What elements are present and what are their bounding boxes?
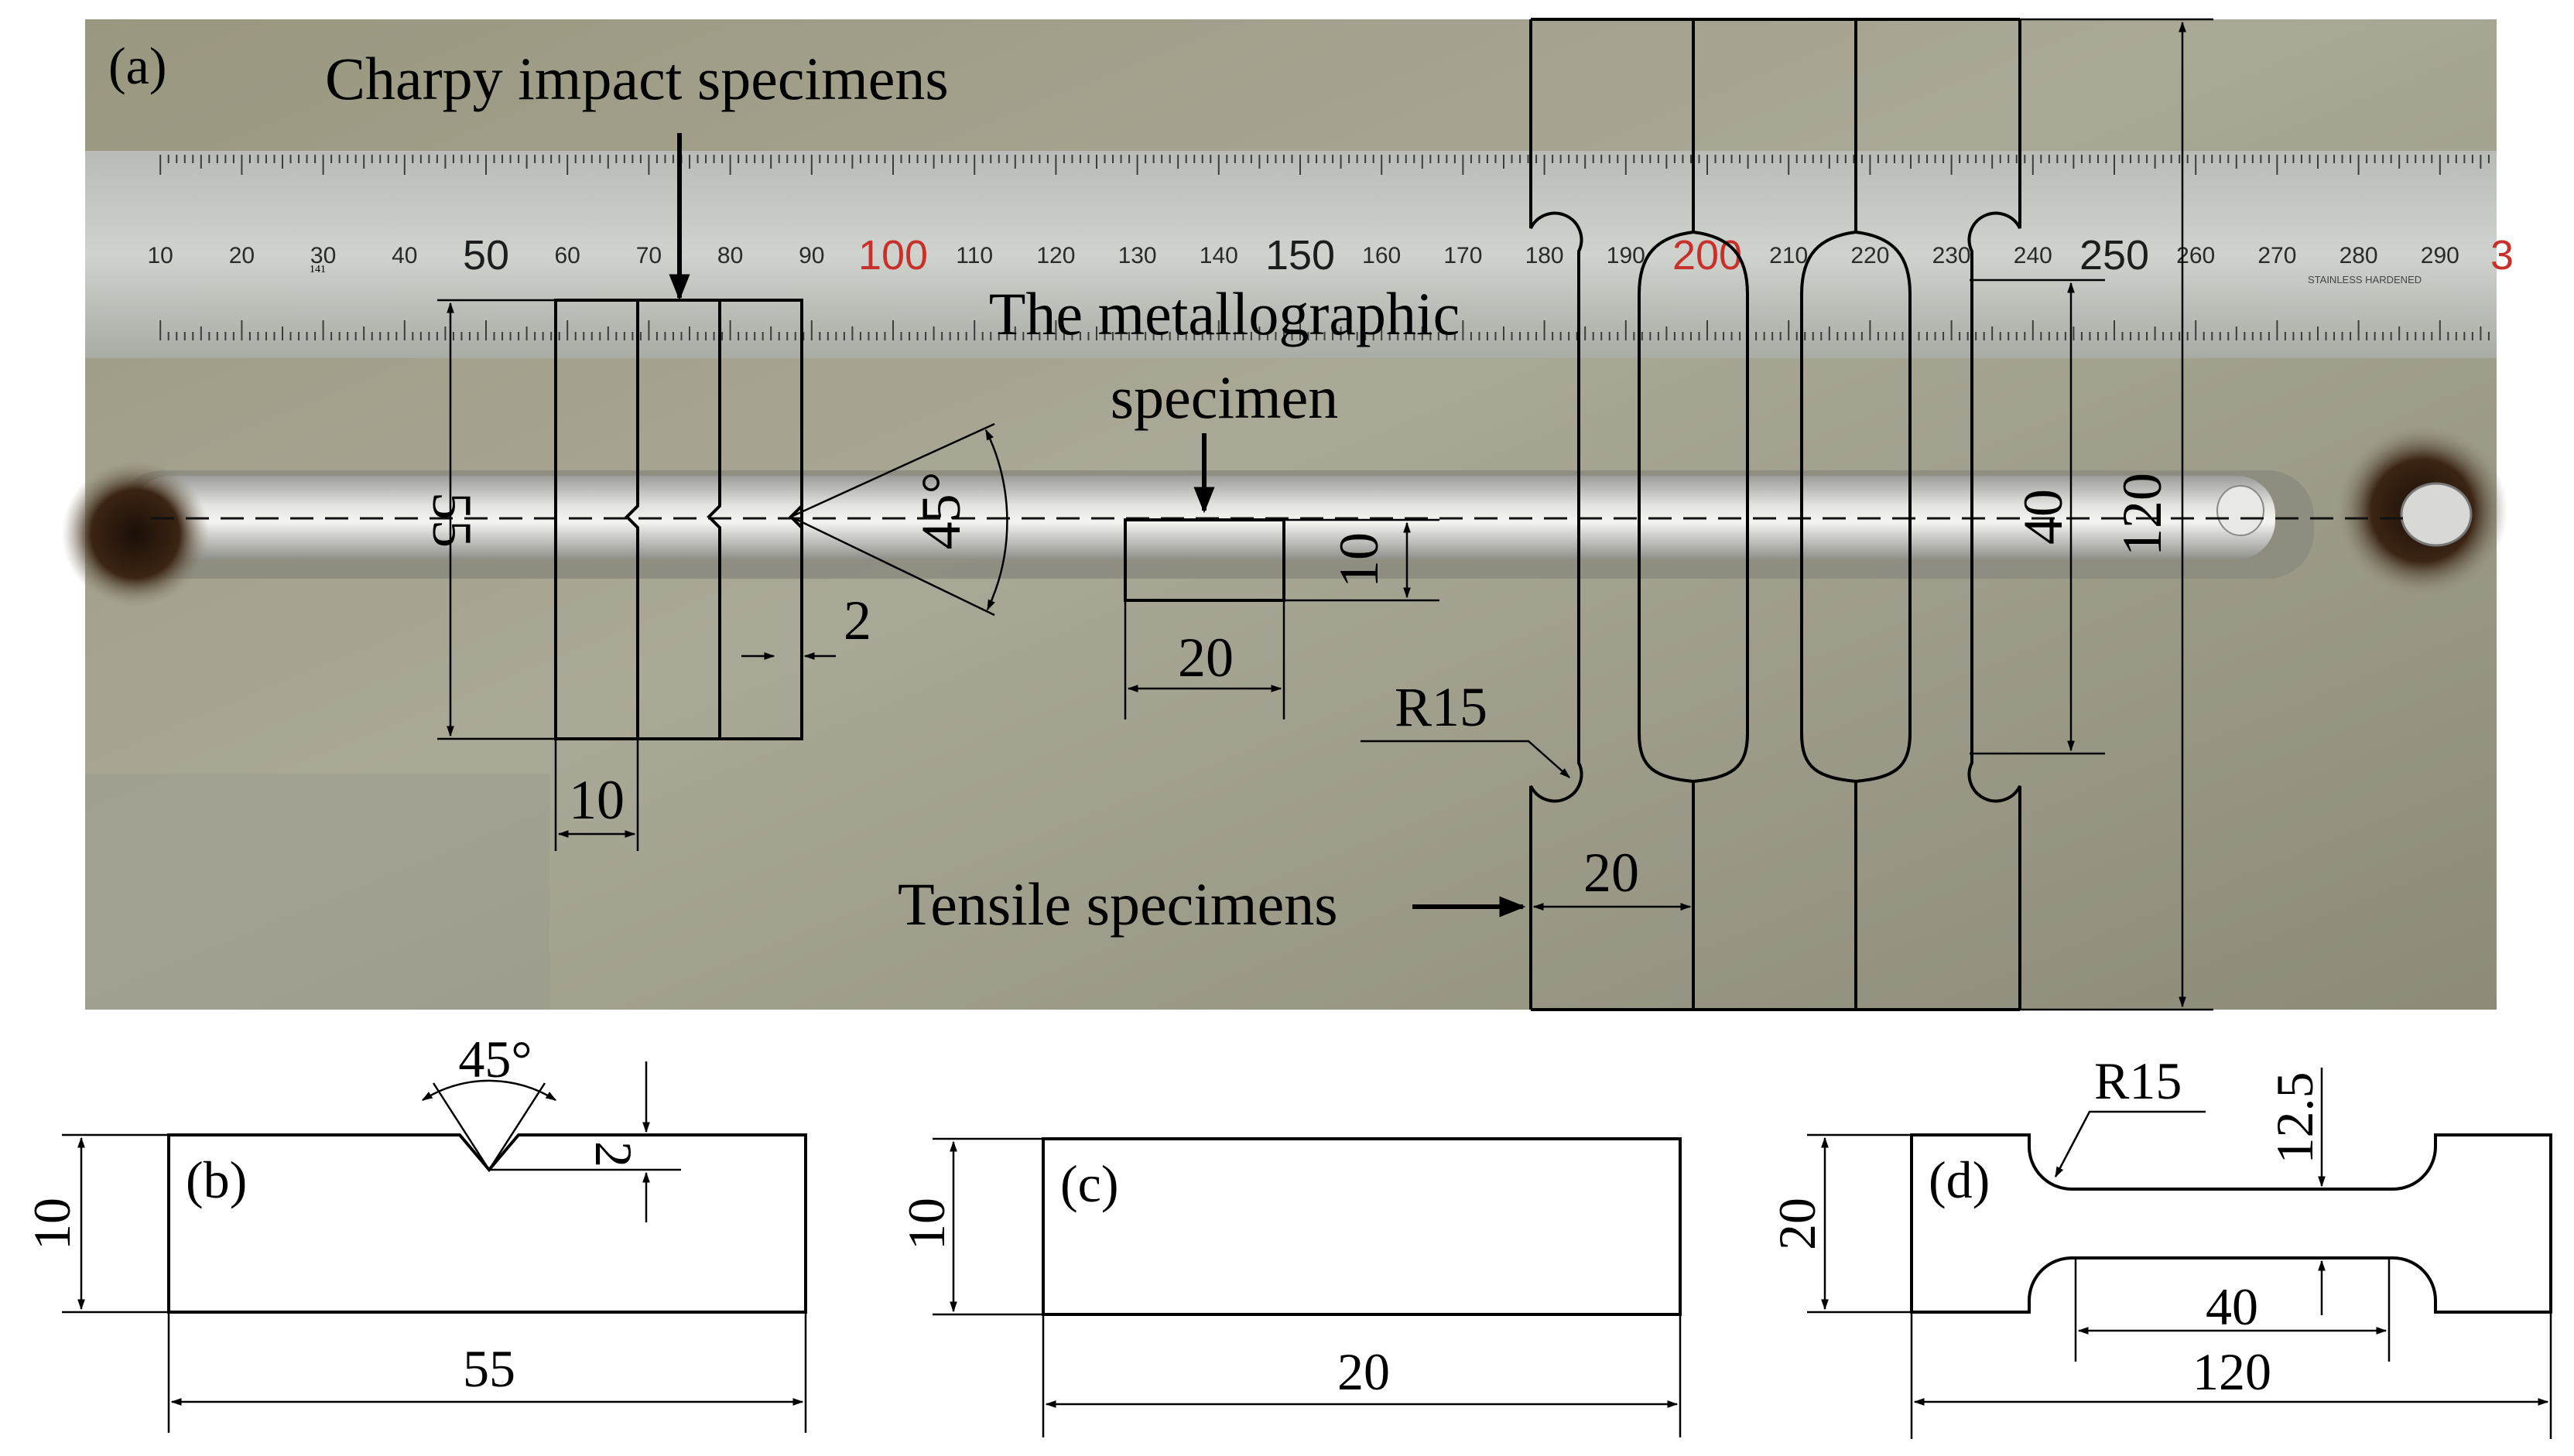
ruler-label-minor: 10 xyxy=(148,243,173,268)
panel-c-20-label: 20 xyxy=(1337,1342,1390,1401)
panel-d-label: (d) xyxy=(1929,1150,1990,1209)
steel-ruler: 10 20 30 40 60 70 80 90 110 120 130 140 160 170 180 190… xyxy=(85,151,2514,358)
charpy-angle-arc xyxy=(984,429,1008,611)
panel-b-angle-arc xyxy=(421,1079,557,1102)
ruler-label-minor: 230 xyxy=(1932,243,1971,268)
panel-b-55-label: 55 xyxy=(463,1339,515,1398)
panel-b-angle-line-left xyxy=(432,1082,491,1171)
ruler-label-tail: 3 xyxy=(2490,232,2514,279)
ruler-brand: STAINLESS HARDENED xyxy=(2308,274,2422,285)
panel-d: (d) R15 12.5 20 40 120 xyxy=(1768,1051,2552,1439)
ruler-label-major: 250 xyxy=(2079,232,2149,279)
weld-start-crater xyxy=(2216,485,2264,536)
ruler-label-minor: 280 xyxy=(2340,243,2378,268)
charpy-divider-2 xyxy=(707,300,721,739)
ruler-label-major: 150 xyxy=(1265,232,1335,279)
panel-d-12-5-label: 12.5 xyxy=(2265,1072,2324,1164)
ruler-label-minor: 90 xyxy=(799,243,824,268)
ruler-label-major: 50 xyxy=(463,232,509,279)
met-10-label: 10 xyxy=(1328,532,1390,588)
ruler-label-minor: 290 xyxy=(2421,243,2459,268)
ruler-small-mark: 141 xyxy=(310,264,326,275)
panel-c-10-label: 10 xyxy=(897,1198,956,1250)
tensile-specimens: Tensile specimens 20 R15 40 120 xyxy=(898,18,2213,1011)
ruler-label-minor: 160 xyxy=(1362,243,1401,268)
panel-b-angle-label: 45° xyxy=(458,1030,532,1089)
ruler-ticks xyxy=(159,155,2490,340)
panel-b-10-label: 10 xyxy=(22,1198,81,1250)
panel-b-2-label: 2 xyxy=(584,1141,643,1167)
metallographic-title-1: The metallographic xyxy=(989,280,1460,347)
ruler-label-minor: 130 xyxy=(1118,243,1157,268)
panel-b-outline xyxy=(167,1133,807,1314)
charpy-angle-label: 45° xyxy=(910,472,972,550)
ruler-label-minor: 20 xyxy=(229,243,255,268)
charpy-angle-line-upper xyxy=(790,422,995,518)
panel-d-radius-label: R15 xyxy=(2094,1051,2182,1110)
tensile-divider-1 xyxy=(1638,19,1749,1010)
ruler-labels: 10 20 30 40 60 70 80 90 110 120 130 140 160 170 180 190… xyxy=(148,232,2514,279)
photo-lower-left-shade xyxy=(85,774,549,1010)
charpy-angle-line-lower xyxy=(790,515,995,617)
panel-d-radius-leader xyxy=(2054,1110,2206,1178)
charpy-title: Charpy impact specimens xyxy=(325,45,949,112)
weld-start-burn xyxy=(62,460,209,607)
ruler-label-minor: 180 xyxy=(1525,243,1564,268)
ruler-label-minor: 70 xyxy=(636,243,662,268)
panel-c-label: (c) xyxy=(1060,1154,1118,1213)
panel-c-outline xyxy=(1042,1137,1682,1316)
tensile-outer-left xyxy=(1529,19,1583,1010)
ruler-label-minor: 140 xyxy=(1200,243,1238,268)
ruler-label-minor: 220 xyxy=(1850,243,1889,268)
tensile-title: Tensile specimens xyxy=(898,870,1338,938)
weld-end-crater xyxy=(2400,482,2473,547)
ruler-label-minor: 210 xyxy=(1769,243,1808,268)
weld-bead xyxy=(62,426,2507,607)
panel-b-label: (b) xyxy=(186,1150,247,1209)
charpy-10-label: 10 xyxy=(569,769,625,831)
charpy-2-label: 2 xyxy=(844,590,871,651)
ruler-label-minor: 40 xyxy=(392,243,417,268)
charpy-55-label: 55 xyxy=(421,492,483,548)
tensile-outer-right xyxy=(1967,19,2021,1010)
met-20-label: 20 xyxy=(1178,627,1234,689)
tensile-radius-leader xyxy=(1361,740,1571,778)
panel-b-angle-line-right xyxy=(488,1082,546,1171)
panel-c: (c) 10 20 xyxy=(897,1137,1682,1437)
panel-b: (b) 45° 2 10 55 xyxy=(22,1030,807,1433)
ruler-label-minor: 110 xyxy=(956,243,993,268)
tensile-divider-2 xyxy=(1800,19,1912,1010)
ruler-label-minor: 80 xyxy=(717,243,743,268)
ruler-label-minor: 240 xyxy=(2014,243,2052,268)
ruler-label-minor: 170 xyxy=(1443,243,1482,268)
ruler-label-minor: 190 xyxy=(1607,243,1645,268)
tensile-radius-label: R15 xyxy=(1395,676,1487,738)
metallographic-specimen: The metallographic specimen 10 20 xyxy=(989,280,1460,719)
tensile-120-label: 120 xyxy=(2111,473,2173,556)
panel-d-40-label: 40 xyxy=(2206,1277,2258,1336)
ruler-label-major: 100 xyxy=(858,232,928,279)
ruler-label-minor: 270 xyxy=(2257,243,2296,268)
tensile-20-label: 20 xyxy=(1583,842,1639,904)
metallographic-title-2: specimen xyxy=(1111,364,1339,431)
panel-d-120-label: 120 xyxy=(2192,1342,2271,1401)
ruler-label-major: 200 xyxy=(1672,232,1742,279)
tensile-40-label: 40 xyxy=(2012,489,2074,545)
ruler-body xyxy=(85,151,2497,358)
metallographic-outline xyxy=(1124,518,1285,602)
charpy-divider-1 xyxy=(625,300,639,739)
ruler-label-minor: 120 xyxy=(1036,243,1075,268)
ruler-label-minor: 60 xyxy=(555,243,580,268)
panel-a: 10 20 30 40 60 70 80 90 110 120 130 140 160 170 180 190… xyxy=(62,18,2514,1011)
panel-a-label: (a) xyxy=(108,36,166,95)
ruler-label-minor: 30 xyxy=(310,243,336,268)
charpy-specimens: Charpy impact specimens 55 10 45° 2 xyxy=(325,45,1008,851)
panel-d-20-label: 20 xyxy=(1768,1198,1826,1250)
